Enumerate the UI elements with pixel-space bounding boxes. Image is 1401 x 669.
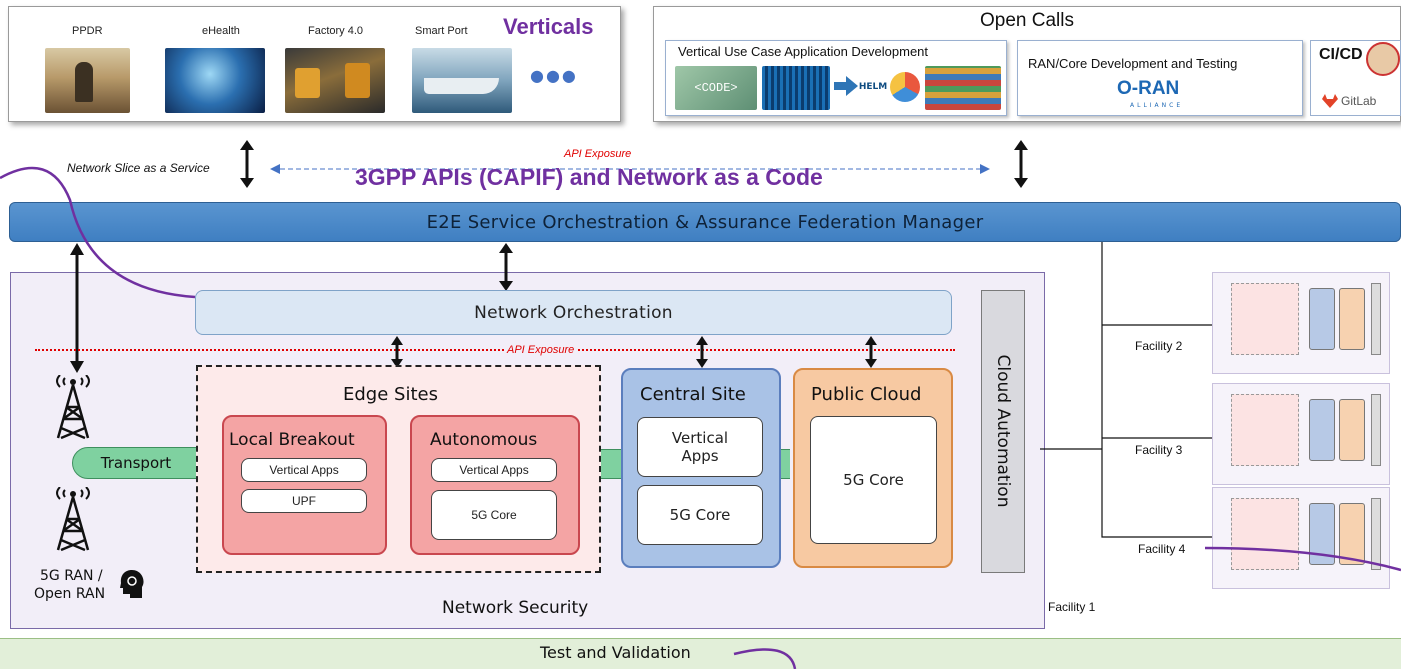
vertical-ppdr-label: PPDR [72,25,103,37]
open-calls-title: Open Calls [980,10,1074,31]
central-site-title: Central Site [640,384,746,405]
lb-vertical-apps: Vertical Apps [241,458,367,482]
lb-upf: UPF [241,489,367,513]
ran-core-box [1017,40,1303,116]
factory-image [285,48,385,113]
argo-logo [890,72,920,102]
cicd-label: CI/CD [1319,46,1363,63]
open-calls-double-arrow-icon [1014,140,1028,188]
public-5g-core: 5G Core [810,416,937,544]
gitlab-icon [1322,94,1338,108]
network-orchestration-box: Network Orchestration [195,290,952,335]
facility-2-label: Facility 2 [1135,339,1183,353]
e2e-to-orchestration-arrow-icon [499,243,513,291]
api-exposure-top-label: API Exposure [564,148,632,160]
orch-to-edge-arrow-icon [391,336,403,368]
smartport-image [412,48,512,113]
edge-sites-title: Edge Sites [343,384,438,405]
facility-1-label: Facility 1 [1048,600,1096,614]
helm-text: HELM [858,82,888,92]
central-vertical-apps: Vertical Apps [637,417,763,477]
gitlab-label: GitLab [1341,94,1377,108]
facility-4-thumbnail [1212,487,1390,589]
transport-label: Transport [100,454,172,472]
local-breakout-title: Local Breakout [229,430,355,450]
nsaas-label: Network Slice as a Service [67,161,210,175]
e2e-orchestration-label: E2E Service Orchestration & Assurance Fe… [426,211,984,233]
public-cloud-title: Public Cloud [811,384,922,405]
helm-logo: HELM [858,68,888,106]
deploy-arrow-icon [834,76,858,96]
oran-logo: O-RAN [1117,78,1180,99]
more-verticals-dots: ●●● [530,66,578,85]
ran-tower-icon-2 [56,487,90,552]
vertical-factory-label: Factory 4.0 [308,25,364,37]
network-orchestration-label: Network Orchestration [474,302,673,323]
test-validation-label: Test and Validation [540,643,691,662]
auto-5g-core-label: 5G Core [471,508,517,522]
central-5g-core-label: 5G Core [669,506,731,524]
oran-alliance-text: ALLIANCE [1130,102,1184,109]
capif-headline: 3GPP APIs (CAPIF) and Network as a Code [355,164,823,190]
ehealth-image [165,48,265,113]
api-exposure-dotted-arrow [270,164,990,174]
auto-vertical-apps-label: Vertical Apps [459,463,529,477]
test-validation-bar [0,638,1401,669]
orch-to-public-arrow-icon [865,336,877,368]
containers-image [925,66,1001,110]
jenkins-icon [1366,42,1400,76]
vertical-ehealth-label: eHealth [202,25,240,37]
binary-code-image [762,66,830,110]
auto-vertical-apps: Vertical Apps [431,458,557,482]
orch-to-central-arrow-icon [696,336,708,368]
code-text: <CODE> [694,81,738,95]
api-exposure-line [35,349,955,351]
code-image: <CODE> [675,66,757,110]
lb-vertical-apps-label: Vertical Apps [269,463,339,477]
vertical-smartport-label: Smart Port [415,25,468,37]
central-vertical-apps-label: Vertical Apps [671,429,729,465]
auto-5g-core: 5G Core [431,490,557,540]
ai-head-icon [120,570,144,598]
ran-label-line1: 5G RAN / [40,568,103,584]
facility-2-thumbnail [1212,272,1390,374]
local-breakout-box [222,415,387,555]
api-exposure-inner-label: API Exposure [505,344,577,356]
network-security-label: Network Security [442,598,589,618]
central-5g-core: 5G Core [637,485,763,545]
nsaas-double-arrow-icon [240,140,254,188]
ppdr-image [45,48,130,113]
ran-label-line2: Open RAN [34,586,106,602]
ran-tower-icon-1 [56,375,90,440]
facility-3-thumbnail [1212,383,1390,485]
lb-upf-label: UPF [292,494,316,508]
vertical-dev-title: Vertical Use Case Application Developmen… [678,44,929,59]
ran-core-title: RAN/Core Development and Testing [1028,56,1238,71]
e2e-to-ran-arrow-icon [70,243,84,373]
public-5g-core-label: 5G Core [843,471,904,489]
cloud-automation-box [981,290,1025,573]
e2e-orchestration-bar: E2E Service Orchestration & Assurance Fe… [9,202,1401,242]
transport-pipe: Transport [72,447,200,479]
autonomous-title: Autonomous [430,430,538,450]
facility-3-label: Facility 3 [1135,443,1183,457]
facility-4-label: Facility 4 [1138,542,1186,556]
verticals-title: Verticals [503,14,594,39]
federation-connector-lines [1040,242,1220,538]
